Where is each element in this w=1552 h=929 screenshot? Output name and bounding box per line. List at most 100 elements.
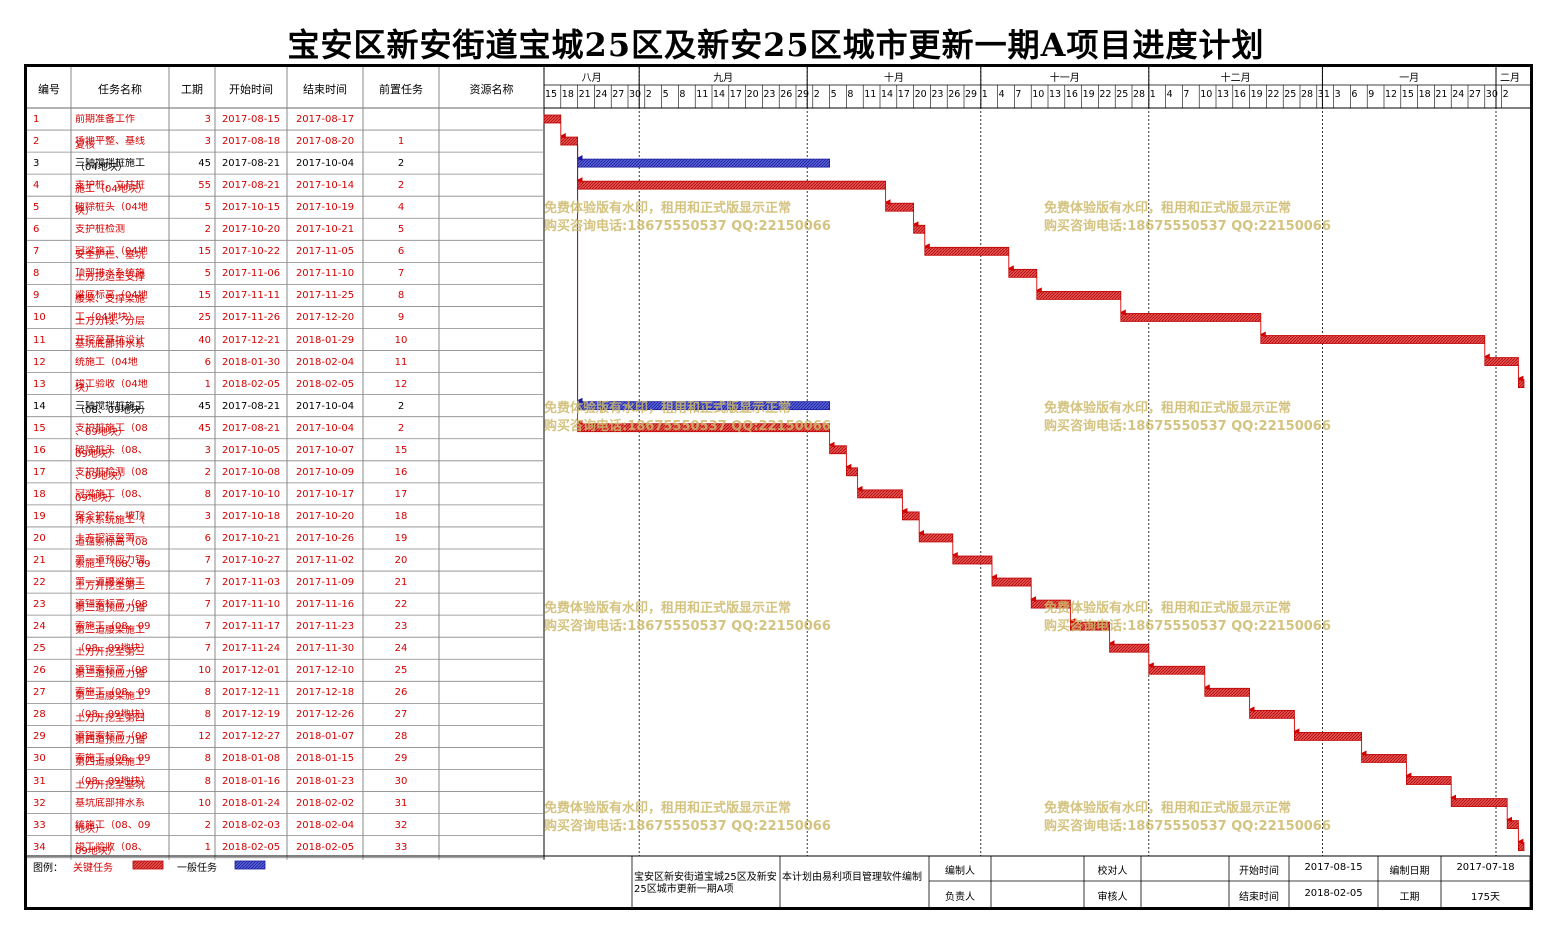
gantt-bar	[543, 114, 562, 124]
task-id: 10	[33, 312, 46, 324]
day-label: 1	[1149, 89, 1156, 100]
task-duration: 40	[198, 334, 211, 346]
task-predecessor: 2	[397, 400, 405, 412]
task-name: 场地平整、基线	[75, 136, 145, 148]
task-duration: 2	[204, 224, 211, 236]
task-end: 2017-10-09	[295, 466, 355, 478]
gantt-chart[interactable]	[27, 67, 1530, 907]
day-label: 7	[1183, 89, 1190, 100]
column-header-5[interactable]: 前置任务	[379, 83, 423, 96]
task-id: 21	[33, 555, 46, 566]
gantt-bar	[1036, 290, 1122, 300]
task-id: 15	[33, 422, 46, 434]
gantt-bar	[1450, 798, 1508, 807]
task-predecessor: 16	[394, 466, 408, 478]
task-name: 开挖至基坑设计	[75, 334, 145, 346]
gantt-bar	[1406, 776, 1452, 785]
task-start: 2017-11-10	[221, 599, 281, 611]
gantt-bar	[1070, 621, 1111, 631]
gantt-bar	[1361, 754, 1407, 763]
task-start: 2018-01-30	[221, 356, 281, 368]
task-name: 土方挖运至第一	[75, 532, 145, 544]
column-header-1[interactable]: 任务名称	[98, 83, 142, 96]
gantt-bar	[1204, 687, 1251, 697]
day-label: 2	[645, 89, 652, 100]
task-duration: 10	[198, 665, 211, 677]
task-predecessor: 30	[394, 775, 408, 787]
task-id: 1	[33, 114, 40, 125]
day-label: 14	[713, 89, 726, 100]
task-start: 2017-10-15	[221, 202, 281, 214]
gantt-bar	[829, 445, 847, 455]
task-duration: 10	[198, 797, 211, 809]
task-name: 道锚索标高（08	[75, 665, 148, 677]
task-name: 破除桩头（04地	[75, 202, 148, 214]
task-name-line2: 09地块）	[75, 845, 118, 857]
gantt-bar	[577, 180, 886, 190]
day-label: 27	[612, 89, 625, 100]
task-end: 2017-12-10	[295, 665, 355, 677]
column-header-2[interactable]: 工期	[181, 83, 203, 96]
task-name: 支护桩检测（08	[75, 466, 148, 478]
task-end: 2017-11-30	[295, 643, 355, 655]
column-header-4[interactable]: 结束时间	[303, 83, 347, 96]
gantt-bar	[577, 158, 830, 168]
task-duration: 1	[204, 841, 211, 853]
task-name: 冠梁施工（08、	[75, 488, 148, 500]
task-start: 2017-11-24	[221, 643, 281, 655]
task-duration: 2	[204, 819, 211, 831]
day-label: 5	[662, 89, 669, 100]
watermark: 免费体验版有水印，租用和正式版显示正常购买咨询电话:18675550537 QQ…	[544, 600, 831, 636]
day-label: 10	[1200, 89, 1213, 100]
column-header-3[interactable]: 开始时间	[229, 83, 273, 96]
task-end: 2017-10-20	[295, 510, 355, 522]
column-header-0[interactable]: 编号	[38, 83, 60, 96]
task-name: 三轴搅拌桩施工	[75, 158, 145, 170]
column-header-6[interactable]: 资源名称	[469, 83, 514, 96]
task-predecessor: 15	[394, 444, 408, 456]
task-start: 2017-10-22	[221, 246, 281, 258]
task-predecessor: 27	[394, 709, 408, 721]
day-label: 13	[1049, 89, 1062, 100]
task-predecessor: 12	[394, 378, 408, 390]
task-predecessor: 18	[394, 510, 408, 522]
gantt-bar	[1294, 732, 1363, 741]
task-name-line2: 索施工（08、09	[75, 559, 151, 570]
task-name-line2: 第三道预应力锚	[75, 669, 145, 681]
task-predecessor: 26	[394, 687, 408, 699]
